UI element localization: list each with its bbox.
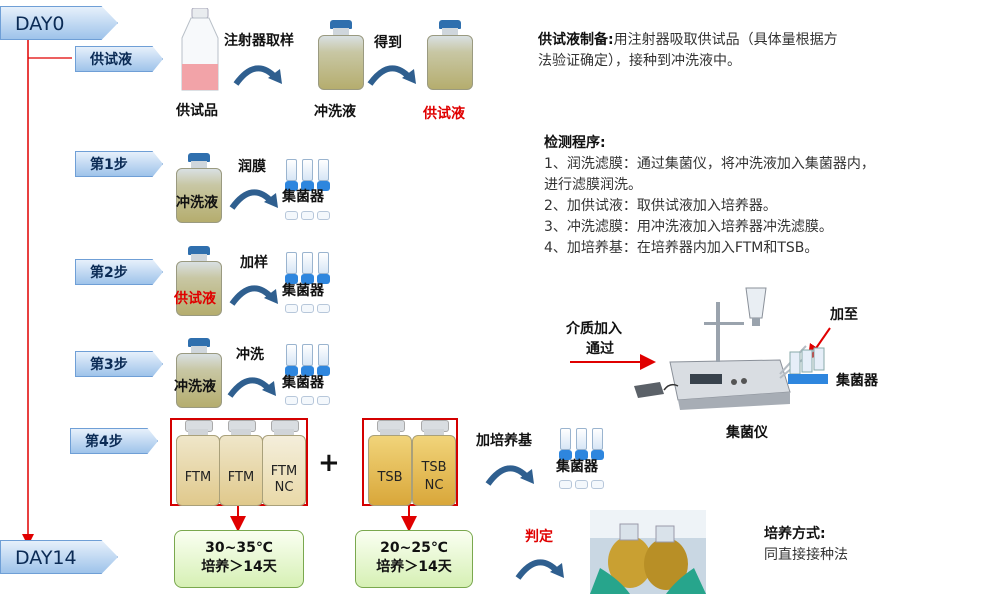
- prep-action2-label: 得到: [374, 35, 402, 51]
- sample-flask-icon: [181, 8, 219, 91]
- step3-bottle-label: 冲洗液: [174, 379, 216, 395]
- step4-target-label: 集菌器: [556, 459, 598, 475]
- procedure-2: 2、加供试液：取供试液加入培养器。: [544, 198, 777, 214]
- prep-description: 供试液制备:用注射器吸取供试品（具体量根据方 法验证确定），接种到冲洗液中。: [538, 30, 998, 72]
- tsb-group-box: TSB TSB NC: [362, 418, 458, 506]
- step-tag-3: 第3步: [75, 351, 163, 377]
- add-to-label: 加至: [830, 307, 858, 323]
- procedure-title: 检测程序:: [544, 135, 606, 151]
- step1-action-label: 润膜: [238, 159, 266, 175]
- procedure-1b: 进行滤膜润洗。: [544, 177, 642, 193]
- step2-target-label: 集菌器: [282, 283, 324, 299]
- culture-title: 培养方式:: [764, 526, 826, 542]
- culture-description: 培养方式: 同直接接种法: [764, 524, 994, 566]
- medium-input-label-1: 介质加入: [566, 321, 622, 337]
- tsb-nc-tube: TSB NC: [412, 420, 456, 506]
- test-solution-label: 供试液: [423, 106, 465, 122]
- step4-action-label: 加培养基: [476, 433, 532, 449]
- step1-collector-icon: [284, 153, 332, 223]
- curved-arrow-icon: [485, 465, 534, 486]
- instrument-label: 集菌仪: [726, 425, 768, 441]
- procedure-1a: 1、润洗滤膜：通过集菌仪，将冲洗液加入集菌器内，: [544, 156, 875, 172]
- plus-sign: +: [318, 448, 340, 478]
- medium-input-label-2: 通过: [586, 341, 614, 357]
- tsb-time: 培养＞14天: [376, 559, 452, 575]
- day0-marker: DAY0: [0, 6, 118, 40]
- culture-body: 同直接接种法: [764, 547, 848, 563]
- prep-title: 供试液制备:: [538, 32, 614, 48]
- ftm-tube-b: FTM: [219, 420, 263, 506]
- tsb-tube: TSB: [368, 420, 412, 506]
- collector-instrument-icon: [634, 287, 828, 410]
- curved-arrow-icon: [227, 377, 276, 398]
- tsb-incubation-box: 20~25℃ 培养＞14天: [355, 530, 473, 588]
- step3-action-label: 冲洗: [236, 347, 264, 363]
- step-tag-2: 第2步: [75, 259, 163, 285]
- ftm-tube-a: FTM: [176, 420, 220, 506]
- procedure-description: 检测程序: 1、润洗滤膜：通过集菌仪，将冲洗液加入集菌器内， 进行滤膜润洗。 2…: [544, 133, 1004, 259]
- step-tag-1: 第1步: [75, 151, 163, 177]
- day14-marker: DAY14: [0, 540, 118, 574]
- tsb-temp: 20~25℃: [380, 540, 448, 556]
- step3-bottle-icon: [176, 338, 222, 408]
- curved-arrow-icon: [229, 285, 278, 306]
- test-solution-bottle-icon: [427, 20, 473, 90]
- prep-body-1: 用注射器吸取供试品（具体量根据方: [613, 32, 838, 48]
- step1-bottle-label: 冲洗液: [176, 195, 218, 211]
- curved-arrow-icon: [515, 559, 564, 580]
- step2-action-label: 加样: [240, 255, 268, 271]
- ftm-nc-tube: FTM NC: [262, 420, 306, 506]
- prep-body-2: 法验证确定），接种到冲洗液中。: [538, 53, 741, 69]
- collector-label: 集菌器: [836, 373, 878, 389]
- step1-target-label: 集菌器: [282, 189, 324, 205]
- rinse-bottle-icon: [318, 20, 364, 90]
- step2-bottle-label: 供试液: [174, 291, 216, 307]
- step4-collector-icon: [558, 422, 606, 492]
- curved-arrow-icon: [229, 189, 278, 210]
- step2-collector-icon: [284, 246, 332, 316]
- ftm-time: 培养＞14天: [201, 559, 277, 575]
- ftm-incubation-box: 30~35℃ 培养＞14天: [174, 530, 304, 588]
- step3-collector-icon: [284, 338, 332, 408]
- sample-label: 供试品: [176, 103, 218, 119]
- step-tag-prep: 供试液: [75, 46, 163, 72]
- step-tag-4: 第4步: [70, 428, 158, 454]
- ftm-temp: 30~35℃: [205, 540, 273, 556]
- judge-label: 判定: [525, 529, 553, 545]
- prep-action1-label: 注射器取样: [224, 33, 294, 49]
- procedure-3: 3、冲洗滤膜：用冲洗液加入培养器冲洗滤膜。: [544, 219, 833, 235]
- rinse-label: 冲洗液: [314, 104, 356, 120]
- step2-bottle-icon: [176, 246, 222, 316]
- curved-arrow-icon: [233, 65, 282, 86]
- step1-bottle-icon: [176, 153, 222, 223]
- ftm-group-box: FTM FTM FTM NC: [170, 418, 308, 506]
- curved-arrow-icon: [367, 65, 416, 86]
- culture-photo-icon: [590, 510, 706, 594]
- procedure-4: 4、加培养基：在培养器内加入FTM和TSB。: [544, 240, 819, 256]
- step3-target-label: 集菌器: [282, 375, 324, 391]
